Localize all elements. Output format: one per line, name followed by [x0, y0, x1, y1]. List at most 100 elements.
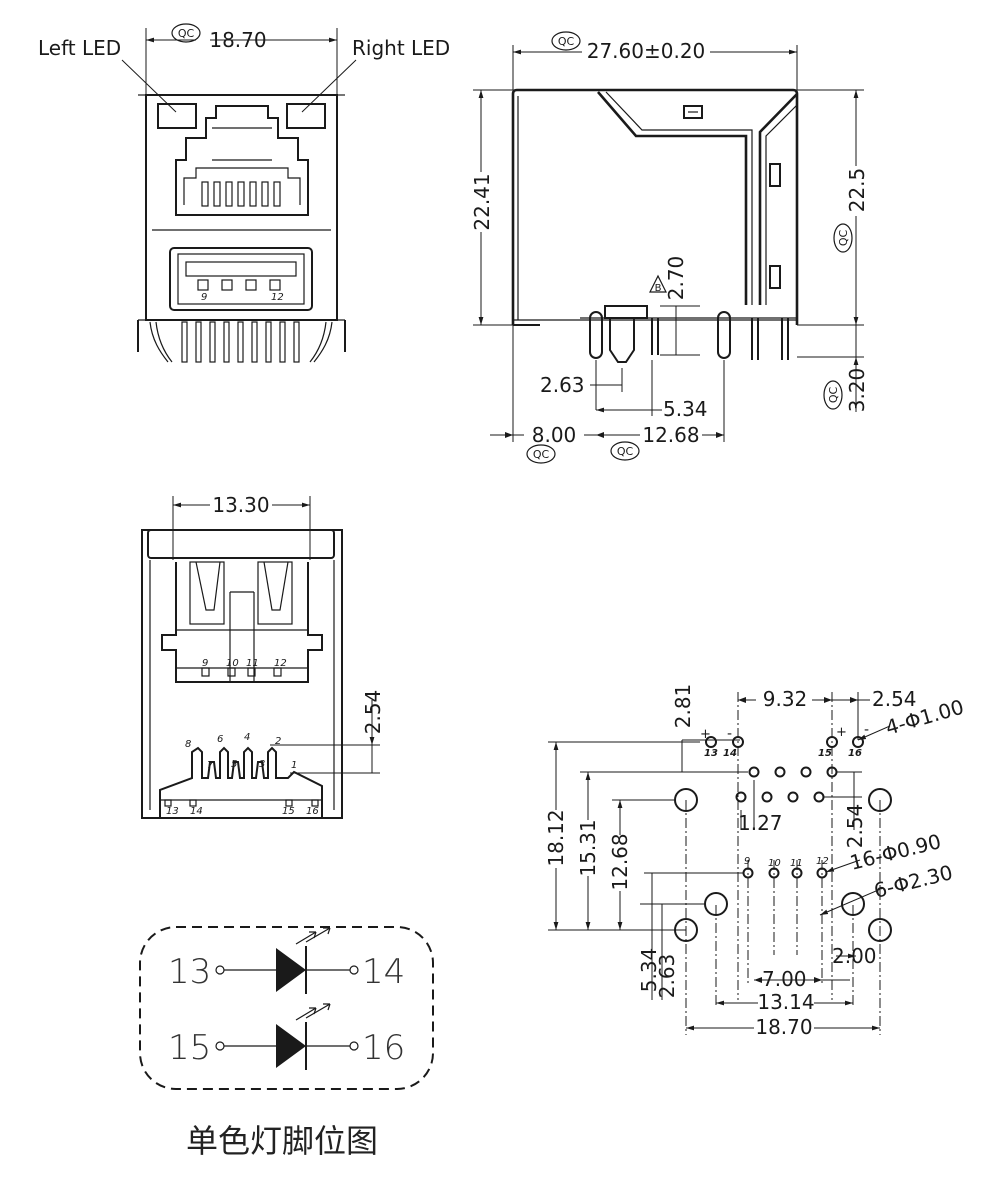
svg-text:10: 10: [768, 858, 781, 869]
usb-port: [169, 247, 313, 311]
svg-text:QC: QC: [617, 445, 634, 458]
left-led-window: [157, 103, 197, 129]
pcb-footprint: 9.32 2.54 2.81 4-Φ1.00 + - + - 13 14 15 …: [544, 684, 966, 1039]
svg-text:-: -: [727, 726, 732, 742]
bottom-body: [141, 529, 343, 819]
svg-text:B: B: [655, 283, 662, 294]
qc-symbol: QC: [526, 444, 556, 464]
side-height-left: 22.41: [470, 173, 494, 230]
fp-dim-2-81: 2.81: [671, 684, 695, 729]
fp-dim-2-63: 2.63: [655, 954, 679, 999]
mount-holes-top: [674, 788, 892, 812]
usb-pin-12: 12: [271, 292, 284, 303]
bv-pin-12: 12: [274, 658, 287, 669]
led2-cathode-pin: 16: [362, 1028, 405, 1068]
fp-dim-15-31: 15.31: [576, 819, 600, 876]
side-leads: [580, 305, 797, 363]
right-led-label: Right LED: [352, 36, 450, 60]
svg-text:12: 12: [816, 856, 829, 867]
svg-text:13: 13: [704, 748, 718, 759]
bv-pin-10: 10: [226, 658, 239, 669]
svg-text:14: 14: [723, 748, 737, 759]
rj45-holes: [735, 766, 838, 803]
front-width-dim: 18.70: [209, 28, 266, 52]
bottom-width-dim: 13.30: [212, 493, 269, 517]
svg-text:7: 7: [207, 760, 214, 771]
led1-cathode-pin: 14: [362, 952, 405, 992]
b-mark: B: [649, 274, 667, 294]
svg-text:9: 9: [744, 856, 750, 867]
side-dim-3-20: 3.20: [845, 368, 869, 413]
svg-text:QC: QC: [827, 387, 840, 404]
qc-symbol: QC: [610, 441, 640, 461]
svg-text:+: +: [700, 727, 711, 742]
qc-symbol: QC: [823, 380, 843, 410]
fp-dim-1-27: 1.27: [738, 811, 783, 835]
svg-text:15: 15: [818, 748, 832, 759]
svg-text:11: 11: [790, 858, 803, 869]
bottom-view: 13.30 9 10 11 12 2.54: [141, 493, 385, 819]
led2-anode-pin: 15: [168, 1028, 211, 1068]
svg-text:8: 8: [185, 739, 191, 750]
svg-text:-: -: [864, 722, 869, 738]
rj45-contacts: [201, 181, 281, 207]
svg-text:16: 16: [848, 748, 862, 759]
svg-text:1: 1: [291, 760, 297, 771]
led1-diode-icon: [276, 948, 306, 992]
usb-pin-pads: [201, 667, 282, 677]
side-body: [511, 88, 799, 325]
side-dim-12-68: 12.68: [642, 423, 699, 447]
right-led-window: [286, 103, 326, 129]
svg-text:QC: QC: [533, 448, 550, 461]
led-schematic: 13 14 15 16 单色灯脚位图: [139, 926, 434, 1160]
svg-text:QC: QC: [558, 35, 575, 48]
bv-pin-11: 11: [246, 658, 259, 669]
svg-text:3: 3: [259, 759, 265, 770]
led-holes: [705, 736, 864, 748]
mount-holes-lower: [674, 892, 892, 942]
fp-dim-18-70: 18.70: [755, 1015, 812, 1039]
fp-dim-7-00: 7.00: [762, 967, 807, 991]
svg-text:+: +: [836, 725, 847, 740]
svg-text:6: 6: [217, 734, 223, 745]
bv-pin-9: 9: [202, 658, 208, 669]
bottom-pitch-dim: 2.54: [361, 690, 385, 735]
led2-diode-icon: [276, 1024, 306, 1068]
left-led-label: Left LED: [38, 36, 121, 60]
fp-dim-2-00: 2.00: [832, 944, 877, 968]
side-dim-2-70: 2.70: [664, 256, 688, 301]
side-view: QC 27.60±0.20 B 22.41 22.5: [470, 31, 869, 464]
usb-pin-9: 9: [201, 292, 207, 303]
fp-dim-12-68: 12.68: [608, 833, 632, 890]
fp-dim-13-14: 13.14: [757, 990, 814, 1014]
latch-window: [683, 105, 703, 119]
qc-symbol: QC: [833, 223, 853, 253]
fp-dim-2-54-right: 2.54: [843, 804, 867, 849]
svg-text:QC: QC: [837, 230, 850, 247]
side-length-dim: 27.60±0.20: [587, 39, 706, 63]
front-leads: [137, 319, 346, 363]
side-height-right: 22.5: [845, 168, 869, 213]
side-dim-8-00: 8.00: [532, 423, 577, 447]
svg-text:15: 15: [282, 806, 295, 817]
svg-text:2: 2: [275, 736, 281, 747]
side-dim-5-34: 5.34: [663, 397, 708, 421]
side-dim-2-63: 2.63: [540, 373, 585, 397]
fp-dim-2-54-top: 2.54: [872, 687, 917, 711]
svg-text:14: 14: [190, 806, 203, 817]
svg-text:5: 5: [231, 759, 237, 770]
led1-anode-pin: 13: [168, 952, 211, 992]
usb-holes: [742, 867, 828, 879]
qc-label: QC: [178, 27, 195, 40]
svg-text:4: 4: [244, 732, 250, 743]
fp-dim-18-12: 18.12: [544, 809, 568, 866]
svg-text:13: 13: [166, 806, 179, 817]
fp-dim-5-34: 5.34: [637, 948, 661, 993]
qc-symbol: QC: [551, 31, 581, 51]
schematic-frame: [139, 926, 434, 1090]
fp-dim-9-32: 9.32: [763, 687, 808, 711]
schematic-caption: 单色灯脚位图: [186, 1122, 378, 1160]
front-view: QC 18.70 Left LED Right LED: [38, 23, 450, 363]
svg-text:16: 16: [306, 806, 319, 817]
